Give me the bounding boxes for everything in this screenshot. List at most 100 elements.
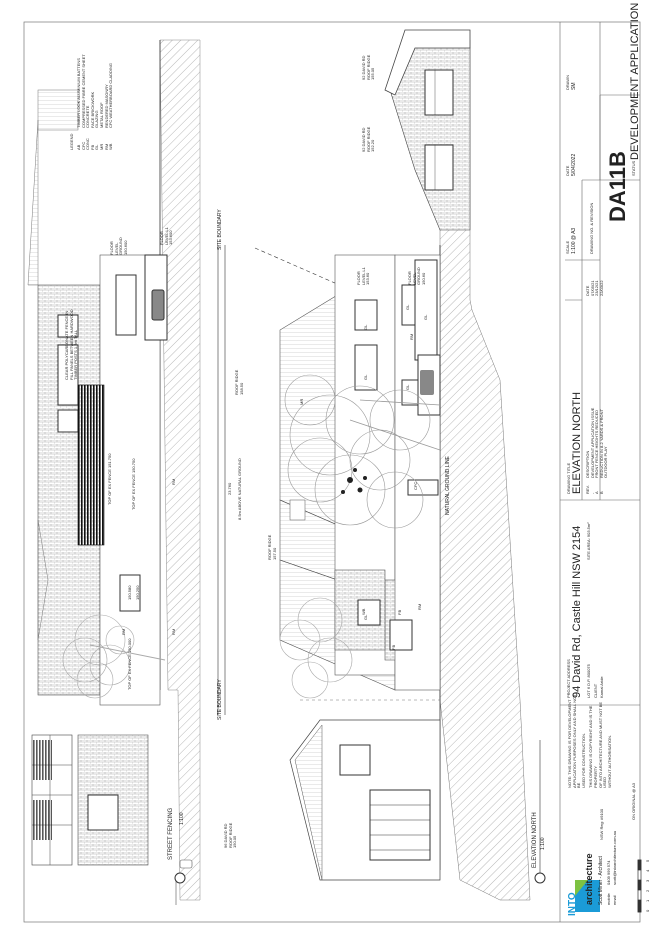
legend-codes: AB CFC CONC FB GL MR RM WB [76,138,114,150]
date-label: DATE [565,165,570,176]
sf-tag-rm-2: RM [171,628,176,635]
rev-row3-date: 22/03/22 [598,280,604,296]
sf-fence-top-1: TOP OF EX FENCE 151.750 [107,453,112,505]
scale-tick-1: 1 [645,899,650,902]
sf-fence-top-3: TOP OF EX FENCE 150.000 [127,638,132,690]
sf-floor-l1-label: FLOOR LEVEL L1 153.600 [159,227,174,245]
height-dimension: 23.760 [227,482,232,495]
roof-ridge-main-line2: 158.50 [238,382,244,395]
roof-ridge-left-line2: 157.50 [271,547,277,560]
tag-rm-1: RM [409,333,414,340]
drawn-value: SM [571,82,577,91]
disclaimer-notes: NOTE: THIS DRAWING IS FOR DEVELOPMENT AP… [567,690,612,788]
elev-floor-l1-line3: 153.60 [365,272,371,285]
into-logo [575,880,600,912]
tag-gl-3: GL [363,374,368,380]
revision-rev-column: REV. - A B [585,485,604,494]
sf-scale: 1:100 [179,812,185,825]
legend-code-wb: WB [108,143,114,150]
sf-tag-rm-1: RM [171,478,176,485]
n96-line3: 150.05 [232,835,238,848]
revision-description-column: DESCRIPTION DEVELOPMENT APPLICATION ISSU… [585,398,609,478]
brand-into: INTO [567,892,578,916]
rev-row3-description: REDUCTION IN 8-2 YARDS & FRONT OUTDOOR P… [598,409,609,478]
scale-tick-4: 4 [645,869,650,872]
tag-gl-5: GL [405,384,410,390]
architect-registration: NSW Reg: #9100 [599,808,604,840]
architect-name: Scott Miner - Architect [598,856,604,905]
brand-architecture: architecture [584,853,594,905]
mobile-number: 0409 999 574 [606,860,611,885]
natural-ground-line: NATURAL GROUND LINE [445,456,451,515]
sf-floor-ground-line4: 150.600 [122,240,128,255]
legend-title: LEGEND [69,133,74,150]
drawing-number-label: DRAWING NO. & REVISION [589,202,594,254]
tag-gl-6: GL [423,314,428,320]
sf-rl-2: 150.250 [135,585,140,600]
elev-floor-l1: FLOOR LEVEL L1 153.60 [356,267,371,285]
sf-tag-rm-3: RM [121,628,126,635]
note-line6: WITHOUT AUTHORISATION. [606,734,612,788]
roof-ridge-left: ROOF RIDGE 157.50 [267,535,277,560]
legend-text-wb: CFC WEATHERBOARD CLADDING [108,62,114,128]
lot-dp: LOT 6 D.P. 800075 [586,664,591,698]
tag-fb-2: FB [391,644,396,650]
project-address: 94 David Rd, Castle Hill NSW 2154 [571,525,583,698]
n92b-line3: 155.05 [370,67,376,80]
sf-floor-l1-line3: 153.600 [168,230,174,245]
date-value: 5/04/2022 [571,153,577,176]
tag-gl-1: GL [363,324,368,330]
sf-rl-1: 150.580 [127,585,132,600]
mobile-label: mobile [606,893,611,905]
tag-rm-2: RM [417,603,422,610]
above-ground-dimension: 8.5m ABOVE NATURAL GROUND [237,458,242,520]
neighbour-92-ridge-b: 92 DAVID RD ROOF RIDGE 155.05 [361,55,376,80]
view-marker-elevation [534,872,546,884]
site-boundary-bottom: SITE BOUNDARY [217,679,223,720]
client-name: Kamal Aride [599,676,604,698]
north-elevation [279,29,531,901]
tag-cfc: CFC [413,481,418,490]
elev-floor-ground-line4: 150.60 [420,272,426,285]
scale-tick-0: 0 [645,909,650,912]
status-value: DEVELOPMENT APPLICATION [629,2,641,160]
scale-bar [637,859,642,913]
sf-fence-top-2: TOP OF EX FENCE 150.750 [131,458,136,510]
neighbour-96-ridge: 96 DAVID RD ROOF RIDGE 150.05 [223,823,238,848]
scale-label: SCALE [565,240,570,254]
scale-value: 1:100 @ A3 [571,227,577,254]
drawing-number: DA11B [605,151,630,222]
scale-tick-5: 5 [645,859,650,862]
revision-date-column: DATE 07/05/21 23/12/21 22/03/22 [585,280,604,296]
elev-floor-ground: FLOOR LEVEL GROUND 150.60 [407,267,426,285]
rev-row3-rev: B [598,491,604,494]
tag-fb-1: FB [397,609,402,615]
title-block-frame [559,22,640,922]
legend-texts: TIMBER LOOK ALUMINIUM BATTENS COMPRESSED… [76,54,114,128]
email-address: scott@intoarchitecture.com.au [612,830,617,885]
view-marker-fencing [174,872,186,884]
sf-floor-ground-label: FLOOR LEVEL GROUND 150.600 [109,237,128,255]
sf-title: STREET FENCING [168,807,174,860]
status-label: STATUS [631,160,636,176]
elevation-dimensions [217,245,386,715]
sf-note-line3: TIMBER POSTS 1.2m TALL [73,329,79,380]
elevation-title: ELEVATION NORTH [532,812,538,868]
street-fencing-elevation [27,39,201,905]
site-area: SITE AREA: 903.5m² [586,522,591,560]
tag-gl-4: GL [363,614,368,620]
drawing-title: ELEVATION NORTH [571,391,583,494]
tag-gl-2: GL [405,304,410,310]
site-boundary-top: SITE BOUNDARY [217,209,223,250]
tag-mr: MR [299,398,304,405]
scale-tick-3: 3 [645,879,650,882]
email-label: email [612,895,617,905]
scale-tick-2: 2 [645,889,650,892]
drawn-label: DRAWN [565,75,570,90]
n92a-line3: 152.20 [370,139,376,152]
roof-ridge-main: ROOF RIDGE 158.50 [234,370,244,395]
neighbour-92-ridge-a: 92 DAVID RD ROOF RIDGE 152.20 [361,127,376,152]
client-label: CLIENT [593,683,598,698]
elevation-scale: 1:100 [540,837,546,850]
